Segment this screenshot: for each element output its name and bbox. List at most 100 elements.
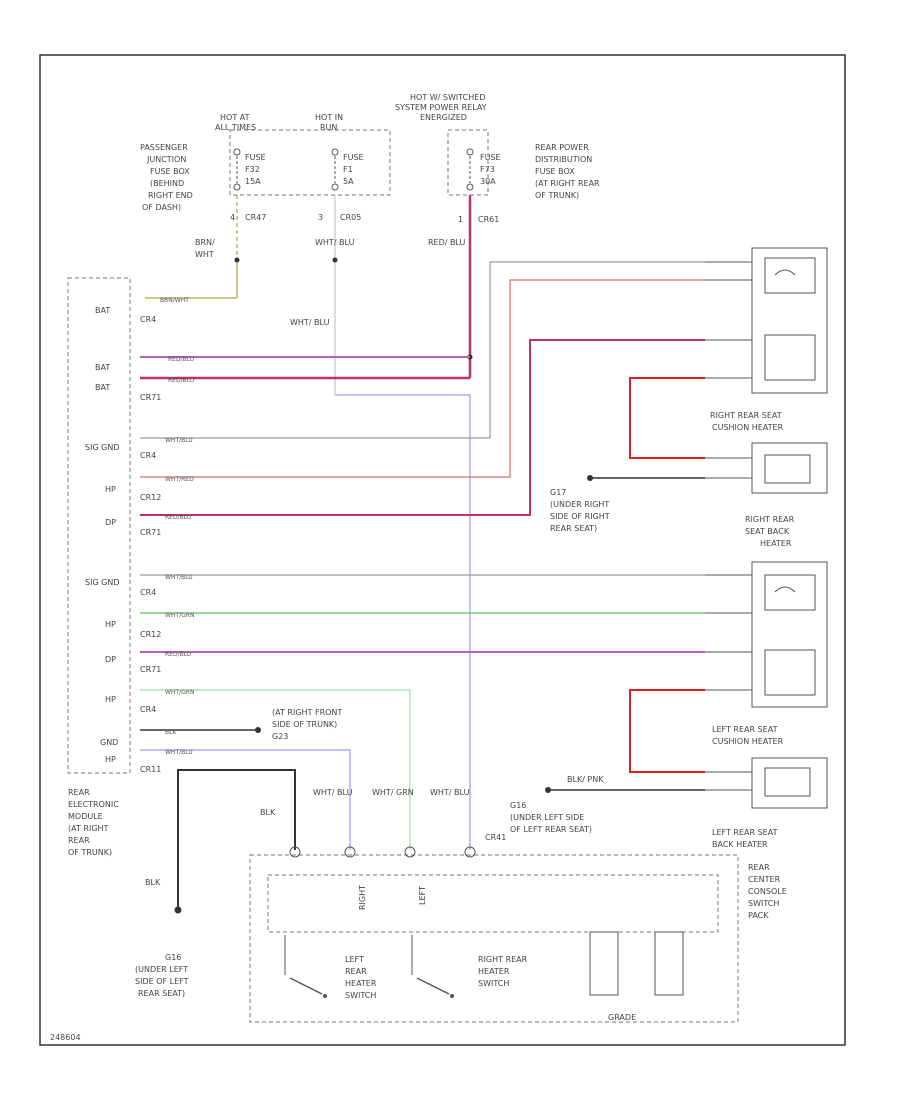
- supply3-title-line1: HOT W/ SWITCHED: [410, 93, 485, 102]
- conn-cr11: CR11: [140, 765, 161, 774]
- svg-text:BACK HEATER: BACK HEATER: [712, 840, 768, 849]
- label-blk-2: BLK: [145, 878, 161, 887]
- indicator-led-2: [654, 931, 684, 996]
- diagram-frame: [39, 54, 846, 1046]
- rear-power-fuse-box-label: REAR POWER DISTRIBUTION FUSE BOX (AT RIG…: [535, 143, 600, 200]
- pin-dp: DP: [105, 655, 116, 664]
- svg-text:G23: G23: [272, 732, 288, 741]
- svg-text:WHT/BLU: WHT/BLU: [165, 437, 193, 444]
- wire-red-blu-dp-right: [140, 339, 705, 516]
- switch-pack-ground-label: GRADE: [608, 1013, 636, 1022]
- label-wht-blu-1: WHT/ BLU: [315, 238, 355, 247]
- svg-text:5A: 5A: [343, 177, 354, 186]
- svg-text:SIDE OF TRUNK): SIDE OF TRUNK): [272, 720, 337, 729]
- svg-text:30A: 30A: [480, 177, 496, 186]
- fuse-f73: FUSE F73 30A: [466, 148, 501, 191]
- svg-text:REAR POWER: REAR POWER: [535, 143, 589, 152]
- label-brn: BRN/: [195, 238, 215, 247]
- pin-sig-gnd: SIG GND: [85, 578, 120, 587]
- svg-text:RED/BLU: RED/BLU: [165, 651, 191, 658]
- svg-text:F1: F1: [343, 165, 353, 174]
- pin-hp: HP: [105, 485, 116, 494]
- conn-cr71: CR71: [140, 665, 161, 674]
- svg-text:WHT/GRN: WHT/GRN: [165, 689, 194, 696]
- svg-text:HEATER: HEATER: [760, 539, 792, 548]
- passenger-fuse-box-outline: [229, 129, 391, 196]
- pin-1: 1: [458, 215, 463, 224]
- svg-text:REAR SEAT): REAR SEAT): [550, 524, 597, 533]
- svg-text:FUSE: FUSE: [245, 153, 266, 162]
- wire-wht-blu-to-switch: [140, 749, 351, 850]
- svg-text:WHT/GRN: WHT/GRN: [165, 612, 194, 619]
- svg-text:OF DASH): OF DASH): [142, 203, 181, 212]
- supply3-title-line3: ENERGIZED: [420, 113, 467, 122]
- wire-wht-grn-to-switch: [140, 689, 411, 850]
- svg-text:REAR SEAT): REAR SEAT): [138, 989, 185, 998]
- fuse-f1: FUSE F1 5A: [331, 148, 364, 191]
- rear-fuse-box-outline: [447, 129, 489, 196]
- label-wht-grn-sw: WHT/ GRN: [372, 788, 414, 797]
- svg-text:JUNCTION: JUNCTION: [146, 155, 186, 164]
- supply1-title-line2: ALL TIMES: [215, 123, 256, 132]
- passenger-fuse-box-label: PASSENGER JUNCTION FUSE BOX (BEHIND RIGH…: [140, 143, 193, 212]
- label-blk-pnk: BLK/ PNK: [567, 775, 604, 784]
- wire-blu-to-switch: [335, 394, 471, 850]
- left-rear-seat-back-heater-label: LEFT REAR SEAT BACK HEATER: [712, 828, 778, 849]
- wire-red-right-jumper: [629, 377, 705, 459]
- svg-text:SWITCH: SWITCH: [478, 979, 509, 988]
- right-rear-seat-back-heater-label: RIGHT REAR SEAT BACK HEATER: [745, 515, 795, 548]
- splice-dot: [234, 257, 240, 263]
- svg-text:ELECTRONIC: ELECTRONIC: [68, 800, 119, 809]
- connector-cr05: CR05: [340, 213, 361, 222]
- svg-text:RED/BLU: RED/BLU: [168, 356, 194, 363]
- svg-text:(UNDER LEFT: (UNDER LEFT: [135, 965, 188, 974]
- svg-text:RIGHT REAR: RIGHT REAR: [745, 515, 795, 524]
- svg-text:(AT RIGHT: (AT RIGHT: [68, 824, 109, 833]
- conn-cr4: CR4: [140, 588, 156, 597]
- label-red-blu: RED/ BLU: [428, 238, 466, 247]
- svg-text:G17: G17: [550, 488, 566, 497]
- conn-cr4: CR4: [140, 451, 156, 460]
- switch-pack-connectors: [289, 846, 476, 858]
- ground-g17-label: G17 (UNDER RIGHT SIDE OF RIGHT REAR SEAT…: [550, 488, 610, 533]
- svg-text:WHT/BLU: WHT/BLU: [165, 574, 193, 581]
- ground-g16-right-label: G16 (UNDER LEFT SIDE OF LEFT REAR SEAT): [510, 801, 592, 834]
- left-rear-seat-back-heater-box: [751, 561, 828, 708]
- pin-dp: DP: [105, 518, 116, 527]
- conn-cr71: CR71: [140, 393, 161, 402]
- svg-text:OF TRUNK): OF TRUNK): [535, 191, 579, 200]
- connector-cr41: CR41: [485, 833, 506, 842]
- svg-text:RIGHT REAR: RIGHT REAR: [478, 955, 528, 964]
- switch-pack-label: REAR CENTER CONSOLE SWITCH PACK: [748, 863, 787, 920]
- right-rear-heater-switch: RIGHT REAR HEATER SWITCH: [411, 935, 528, 998]
- svg-text:FUSE BOX: FUSE BOX: [535, 167, 575, 176]
- pin-gnd: GND: [100, 738, 118, 747]
- rear-center-console-switch-pack: [249, 854, 739, 1023]
- svg-text:(UNDER LEFT SIDE: (UNDER LEFT SIDE: [510, 813, 584, 822]
- connector-cr61: CR61: [478, 215, 499, 224]
- ground-g16-left: [174, 906, 182, 914]
- right-rear-seat-cushion-heater-label: RIGHT REAR SEAT CUSHION HEATER: [710, 411, 784, 432]
- conn-cr12: CR12: [140, 493, 161, 502]
- svg-text:SIDE OF LEFT: SIDE OF LEFT: [135, 977, 189, 986]
- svg-text:WHT/BLU: WHT/BLU: [165, 749, 193, 756]
- right-rear-seat-back-heater-box: [751, 247, 828, 394]
- svg-text:(BEHIND: (BEHIND: [150, 179, 184, 188]
- indicator-led-1: [589, 931, 619, 996]
- svg-text:SWITCH: SWITCH: [748, 899, 779, 908]
- ground-g23: [255, 727, 261, 733]
- svg-text:WHT/RED: WHT/RED: [165, 476, 194, 483]
- pin-hp: HP: [105, 695, 116, 704]
- wire-blk-switch-ground: [177, 769, 296, 910]
- svg-text:(AT RIGHT FRONT: (AT RIGHT FRONT: [272, 708, 342, 717]
- svg-text:HEATER: HEATER: [345, 979, 377, 988]
- svg-text:BRN/WHT: BRN/WHT: [160, 297, 189, 304]
- svg-text:RIGHT END: RIGHT END: [148, 191, 193, 200]
- supply2-title-line2: RUN: [320, 123, 337, 132]
- wire-wht-red-hp-right: [140, 279, 705, 478]
- switch-pack-inner-module: [267, 874, 719, 933]
- left-rear-heater-switch: LEFT REAR HEATER SWITCH: [284, 935, 377, 1000]
- supply1-title-line1: HOT AT: [220, 113, 250, 122]
- svg-text:DISTRIBUTION: DISTRIBUTION: [535, 155, 592, 164]
